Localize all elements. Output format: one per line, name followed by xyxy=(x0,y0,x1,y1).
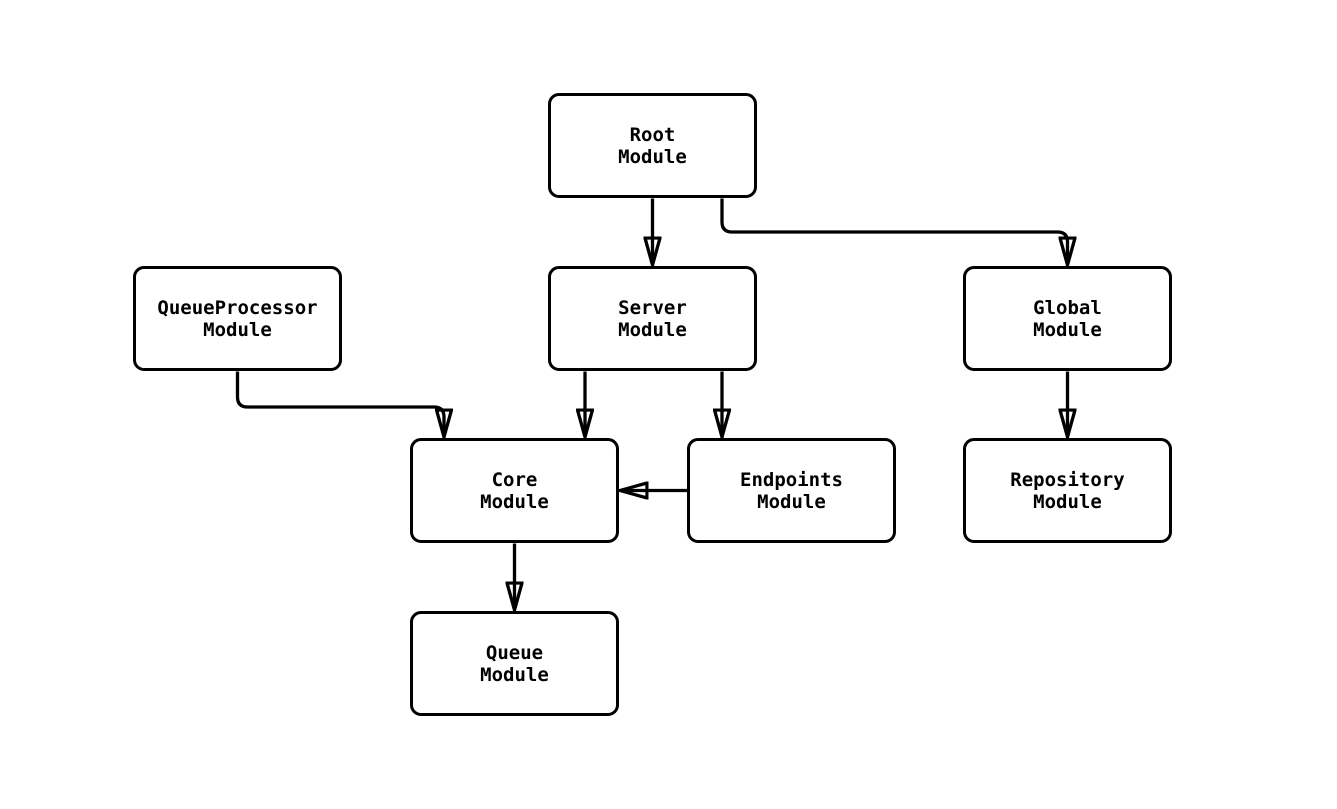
node-root-module: Root Module xyxy=(548,93,757,198)
node-global-module: Global Module xyxy=(963,266,1172,371)
node-repository-module: Repository Module xyxy=(963,438,1172,543)
node-core-module-label: Core Module xyxy=(480,468,549,513)
node-queue-processor-module-label: QueueProcessor Module xyxy=(157,296,318,341)
node-global-module-label: Global Module xyxy=(1033,296,1102,341)
node-queue-module-label: Queue Module xyxy=(480,641,549,686)
edge-queue-processor-to-core xyxy=(235,371,445,436)
node-queue-processor-module: QueueProcessor Module xyxy=(133,266,342,371)
node-repository-module-label: Repository Module xyxy=(1010,468,1125,513)
node-endpoints-module: Endpoints Module xyxy=(687,438,896,543)
node-core-module: Core Module xyxy=(410,438,619,543)
node-endpoints-module-label: Endpoints Module xyxy=(740,468,843,513)
node-root-module-label: Root Module xyxy=(618,123,687,168)
node-queue-module: Queue Module xyxy=(410,611,619,716)
node-server-module: Server Module xyxy=(548,266,757,371)
edge-root-to-global xyxy=(720,198,1068,264)
node-server-module-label: Server Module xyxy=(618,296,687,341)
